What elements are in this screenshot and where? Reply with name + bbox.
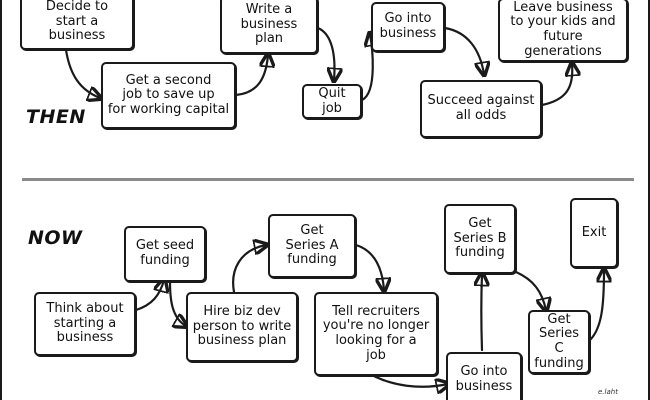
edge-seed-funding-to-hire-biz-dev (168, 280, 186, 326)
frame-border-right (648, 0, 650, 400)
node-go-into-business-now: Go into business (446, 352, 522, 400)
node-leave-business: Leave business to your kids and future g… (498, 0, 628, 62)
node-write-business-plan: Write a business plan (220, 0, 318, 54)
artist-signature: e.laht (598, 388, 618, 396)
edge-think-about-to-seed-funding (134, 280, 164, 312)
frame-border-left (0, 0, 2, 400)
node-tell-recruiters: Tell recruiters you're no longer looking… (314, 292, 438, 376)
section-divider (22, 178, 634, 181)
node-get-series-b: Get Series B funding (444, 204, 516, 274)
node-decide-to-start-business: Decide to start a business (20, 0, 134, 50)
node-succeed-against-odds: Succeed against all odds (420, 80, 542, 138)
edge-write-plan-to-quit-job (316, 26, 334, 80)
edge-decide-to-second-job (64, 48, 100, 98)
now-section-label: NOW (28, 227, 83, 249)
edge-go-into-now-to-series-b (481, 274, 482, 352)
edge-go-into-then-to-succeed (443, 26, 484, 74)
node-quit-job: Quit job (302, 84, 362, 119)
edge-second-job-to-write-plan (234, 55, 268, 97)
node-get-seed-funding: Get seed funding (124, 226, 206, 282)
edge-tell-recruiters-to-go-into-now (368, 372, 448, 387)
node-second-job: Get a second job to save up for working … (101, 62, 236, 129)
node-get-series-a: Get Series A funding (268, 214, 356, 278)
node-hire-biz-dev: Hire biz dev person to write business pl… (186, 292, 298, 362)
node-think-about-starting: Think about starting a business (34, 292, 136, 356)
node-go-into-business-then: Go into business (371, 2, 445, 52)
node-exit: Exit (570, 198, 618, 268)
edge-succeed-to-leave-business (540, 64, 572, 107)
node-get-series-c: Get Series C funding (528, 310, 590, 374)
edge-series-c-to-exit (588, 270, 604, 342)
edge-hire-biz-dev-to-series-a (232, 245, 266, 294)
edge-series-a-to-tell-recruiters (354, 243, 384, 290)
edge-quit-job-to-go-into-then (360, 34, 373, 102)
edge-series-b-to-series-c (514, 270, 546, 310)
then-section-label: THEN (26, 106, 86, 128)
